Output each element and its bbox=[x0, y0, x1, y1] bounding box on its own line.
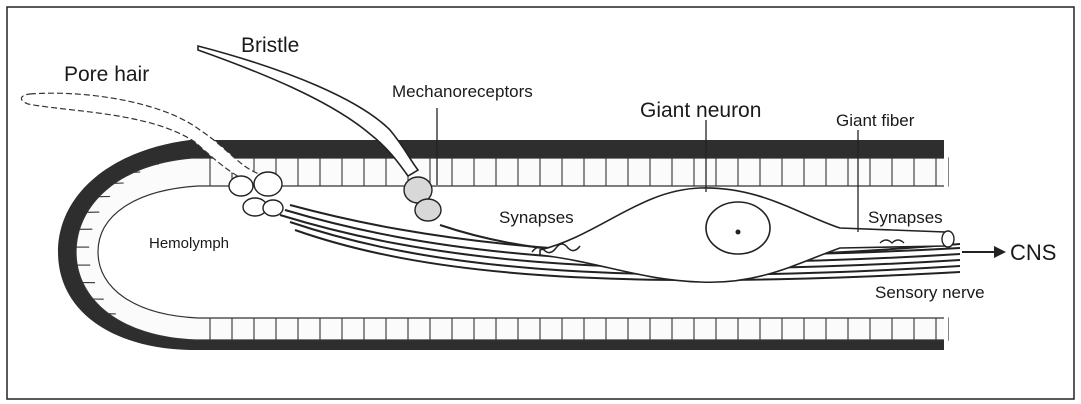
label-synapses-right: Synapses bbox=[868, 208, 943, 227]
giant-neuron-nucleolus bbox=[736, 230, 741, 235]
label-sensory-nerve: Sensory nerve bbox=[875, 283, 985, 302]
giant-neuron-nucleus bbox=[706, 202, 770, 254]
label-bristle: Bristle bbox=[241, 34, 299, 57]
cns-arrow bbox=[962, 246, 1006, 258]
label-cns: CNS bbox=[1010, 240, 1056, 265]
label-synapses-left: Synapses bbox=[499, 208, 574, 227]
label-giant-neuron: Giant neuron bbox=[640, 99, 761, 122]
label-mechanoreceptors: Mechanoreceptors bbox=[392, 82, 533, 101]
cuticle-top-band bbox=[405, 140, 948, 158]
label-giant-fiber: Giant fiber bbox=[836, 111, 915, 130]
label-pore-hair: Pore hair bbox=[64, 63, 149, 86]
giant-fiber-end bbox=[942, 231, 954, 247]
giant-neuron bbox=[532, 188, 954, 282]
label-hemolymph: Hemolymph bbox=[149, 235, 229, 252]
pore-hair-receptor-cells bbox=[229, 172, 283, 216]
